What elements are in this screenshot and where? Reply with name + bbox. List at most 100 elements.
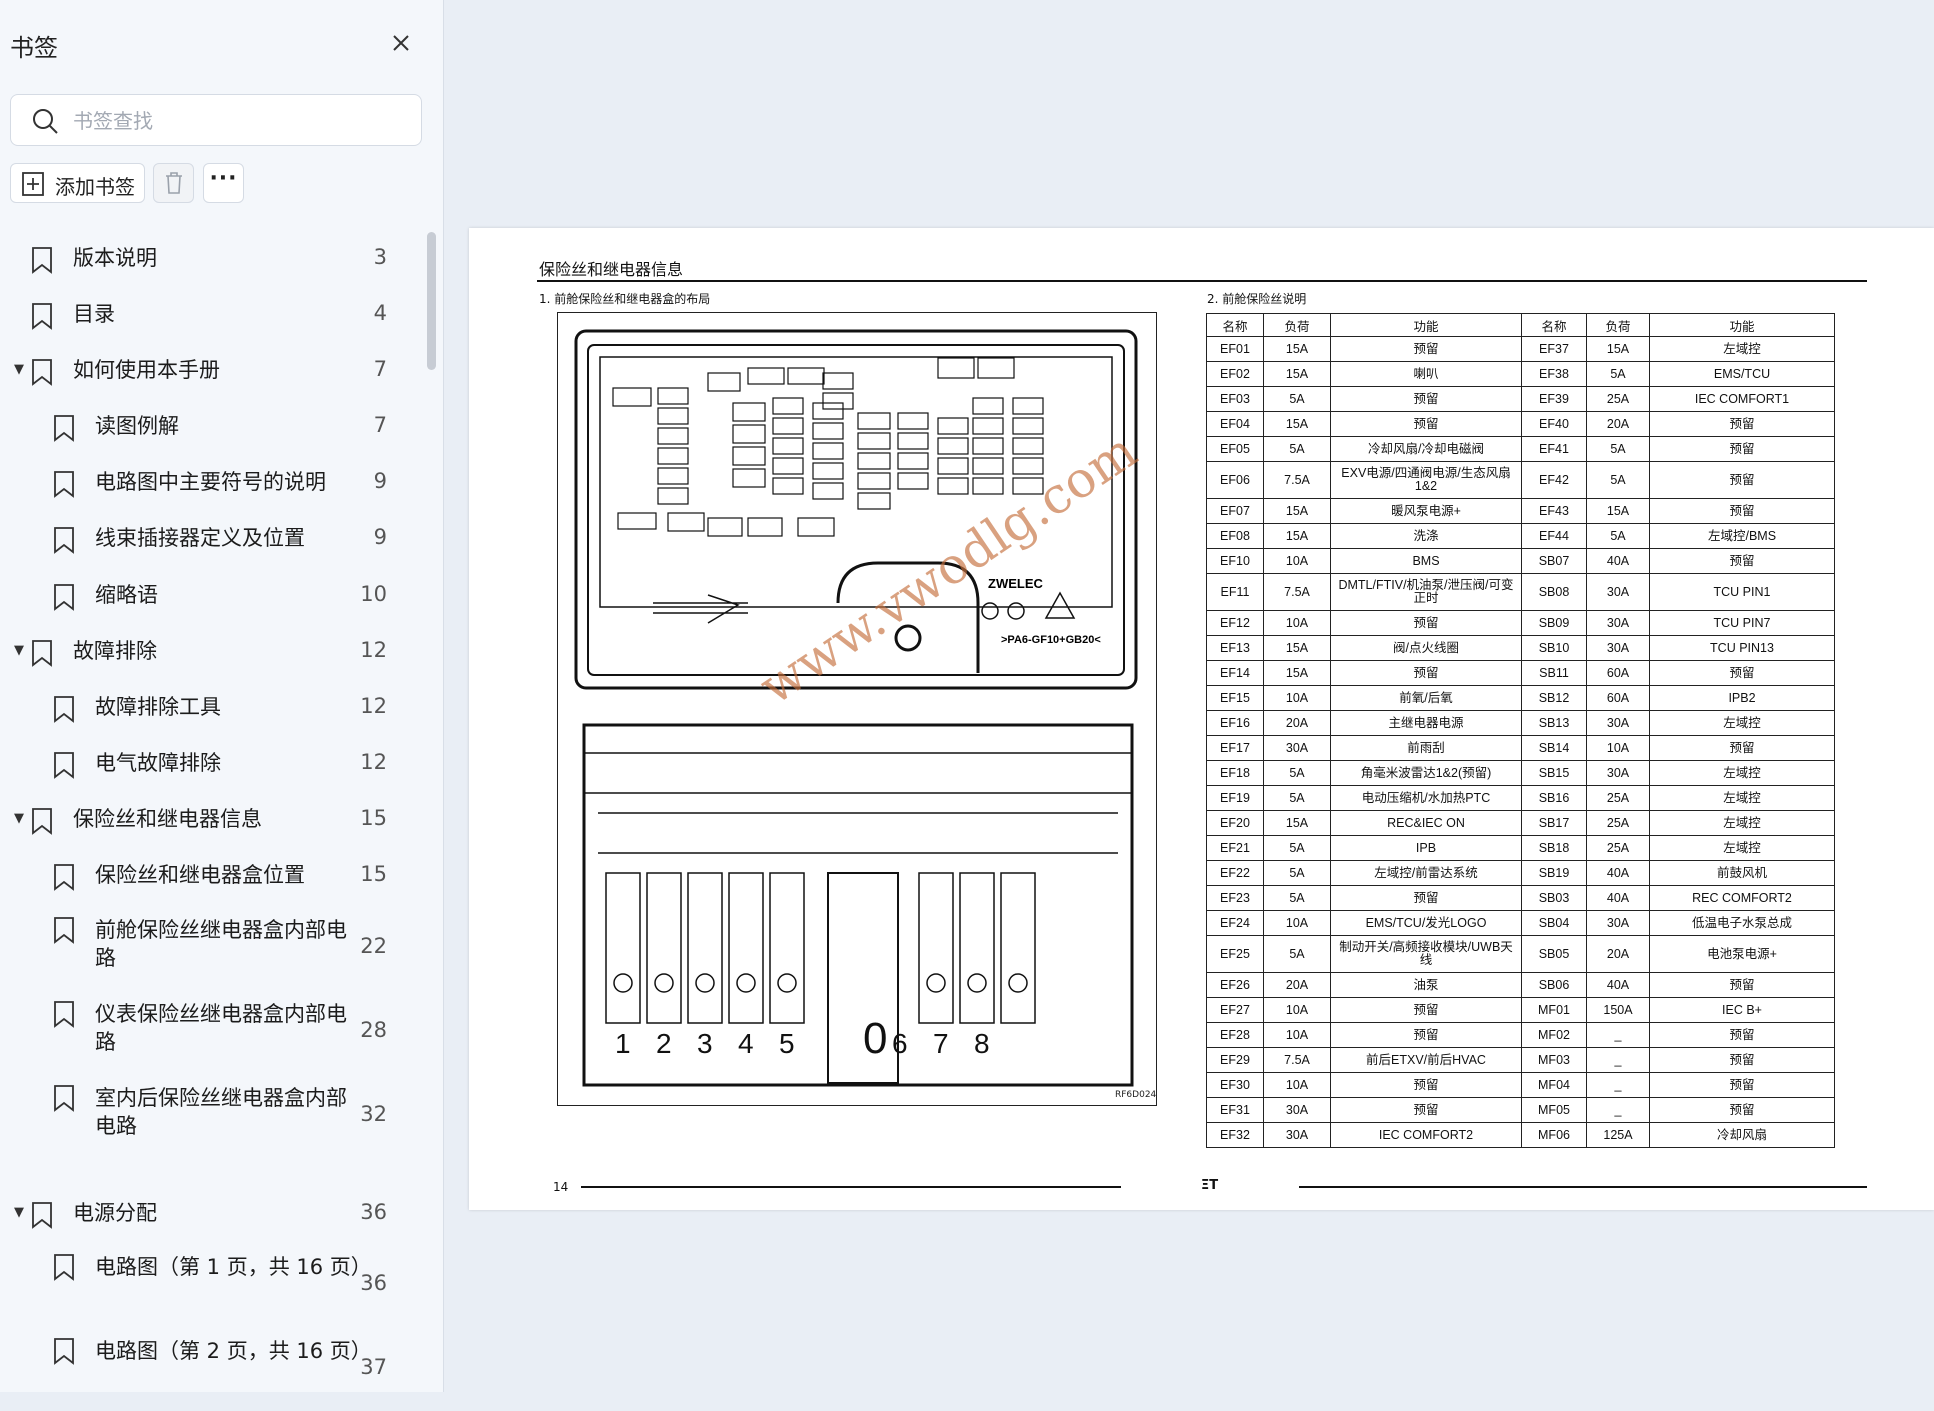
fuse-slot [897, 432, 929, 450]
table-cell: EF26 [1206, 972, 1264, 998]
table-cell: TCU PIN7 [1649, 610, 1835, 636]
table-cell: SB13 [1521, 710, 1587, 736]
bookmark-page-number: 9 [373, 525, 387, 549]
fuse-slot [937, 437, 969, 455]
table-cell: 10A [1263, 1072, 1331, 1098]
table-cell: 40A [1586, 885, 1650, 911]
table-cell: EF24 [1206, 910, 1264, 936]
close-icon[interactable] [386, 28, 416, 58]
sidebar-scrollbar[interactable] [427, 232, 436, 370]
terminal-bolt [695, 973, 715, 993]
bookmark-search-input[interactable] [71, 103, 405, 139]
bookmark-icon [52, 863, 76, 895]
table-cell: 预留 [1330, 1097, 1522, 1123]
table-cell: 预留 [1649, 972, 1835, 998]
fuse-slot [972, 417, 1004, 435]
page-title: 保险丝和继电器信息 [539, 260, 684, 279]
table-cell: 15A [1263, 336, 1331, 362]
table-cell: 5A [1263, 860, 1331, 886]
table-cell: EF03 [1206, 386, 1264, 412]
table-cell: 洗涤 [1330, 523, 1522, 549]
expand-arrow-icon[interactable]: ▼ [14, 1205, 24, 1220]
fuse-slot [937, 357, 975, 379]
table-cell: 左域控 [1649, 710, 1835, 736]
table-cell: EF19 [1206, 785, 1264, 811]
footer-logo: ΞΤ [1201, 1178, 1219, 1193]
bookmark-item[interactable]: 电路图（第 2 页，共 16 页）37 [0, 1327, 420, 1411]
delete-bookmark-button[interactable] [153, 163, 194, 203]
table-cell: EF13 [1206, 635, 1264, 661]
table-cell: 5A [1586, 523, 1650, 549]
table-cell: SB04 [1521, 910, 1587, 936]
fuse-slot [657, 427, 689, 445]
bookmark-search-box[interactable] [10, 94, 422, 146]
expand-arrow-icon[interactable]: ▼ [14, 811, 24, 826]
fuse-slot [657, 487, 689, 505]
fuse-slot [857, 452, 891, 470]
table-cell: 左域控/BMS [1649, 523, 1835, 549]
table-cell: 30A [1586, 610, 1650, 636]
fuse-slot [747, 367, 785, 385]
table-header-cell: 功能 [1649, 313, 1835, 337]
table-cell: EMS/TCU/发光LOGO [1330, 910, 1522, 936]
expand-arrow-icon[interactable]: ▼ [14, 643, 24, 658]
table-cell: REC COMFORT2 [1649, 885, 1835, 911]
table-cell: EF11 [1206, 573, 1264, 611]
table-header-cell: 功能 [1330, 313, 1522, 337]
terminal-bolt [654, 973, 674, 993]
bookmark-page-number: 10 [360, 582, 387, 606]
table-cell: 5A [1263, 885, 1331, 911]
bookmark-page-number: 15 [360, 806, 387, 830]
more-options-button[interactable]: ··· [203, 163, 244, 203]
fuse-terminal [728, 872, 764, 1024]
table-cell: 左域控 [1649, 835, 1835, 861]
bookmark-label: 电源分配 [73, 1201, 157, 1225]
table-cell: 预留 [1649, 1022, 1835, 1048]
fuse-slot [1012, 457, 1044, 475]
fuse-slot [937, 477, 969, 495]
table-cell: EF18 [1206, 760, 1264, 786]
expand-arrow-icon[interactable]: ▼ [14, 362, 24, 377]
table-cell: 5A [1263, 935, 1331, 973]
fuse-slot [772, 417, 804, 435]
bookmark-item[interactable]: 电路图（第 1 页，共 16 页）36 [0, 1243, 420, 1327]
table-cell: 预留 [1649, 660, 1835, 686]
table-cell: 预留 [1330, 411, 1522, 437]
page-number: 14 [553, 1180, 569, 1194]
add-bookmark-button[interactable]: 添加书签 [10, 163, 145, 203]
table-cell: EF16 [1206, 710, 1264, 736]
fuse-slot [972, 397, 1004, 415]
fuse-slot [812, 482, 844, 500]
fuse-slot [897, 452, 929, 470]
table-header-cell: 负荷 [1263, 313, 1331, 337]
bookmark-icon [30, 246, 54, 278]
fuse-slot [897, 412, 929, 430]
trash-icon [166, 172, 182, 194]
